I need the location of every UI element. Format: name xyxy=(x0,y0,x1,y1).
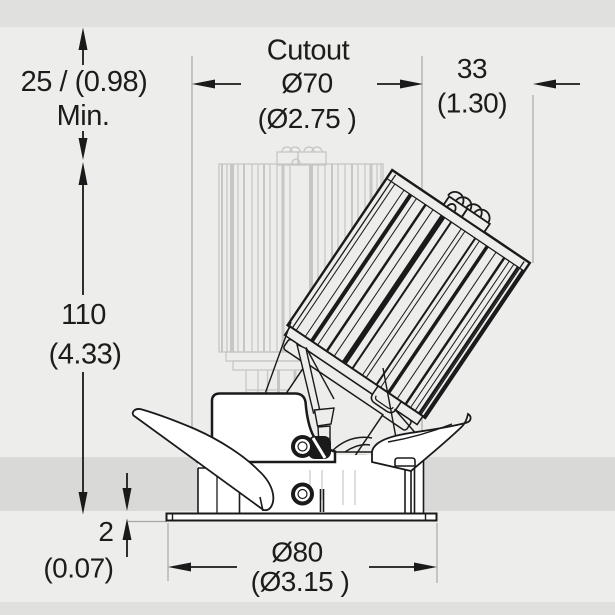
svg-text:110: 110 xyxy=(61,299,106,331)
svg-text:(4.33): (4.33) xyxy=(49,339,122,371)
svg-text:(0.07): (0.07) xyxy=(43,553,113,584)
svg-text:(Ø2.75 ): (Ø2.75 ) xyxy=(258,103,357,134)
svg-text:Min.: Min. xyxy=(57,100,110,132)
svg-text:Ø70: Ø70 xyxy=(281,68,332,99)
svg-text:25 / (0.98): 25 / (0.98) xyxy=(21,66,148,98)
svg-text:2: 2 xyxy=(98,516,113,547)
svg-text:(1.30): (1.30) xyxy=(437,88,507,119)
svg-text:Ø80: Ø80 xyxy=(271,537,322,568)
svg-text:33: 33 xyxy=(457,53,487,84)
svg-text:Cutout: Cutout xyxy=(267,35,350,67)
svg-text:(Ø3.15 ): (Ø3.15 ) xyxy=(251,566,350,597)
